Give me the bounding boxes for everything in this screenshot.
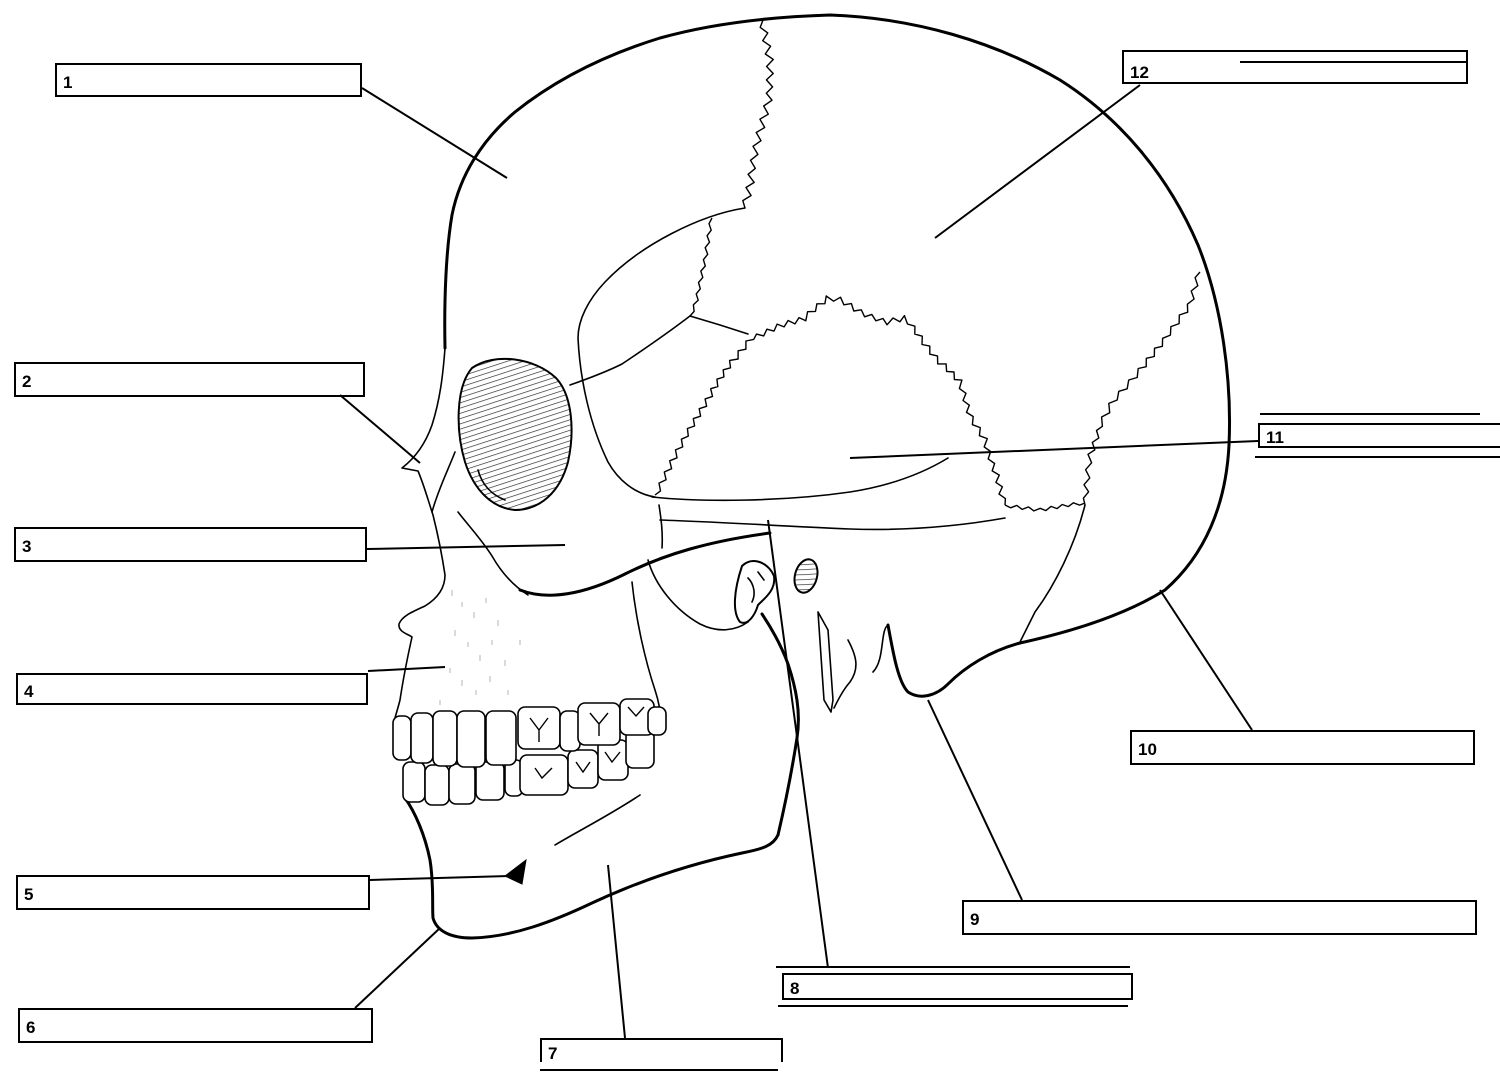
- mastoid-process: [834, 625, 888, 708]
- answer-box-11: 11: [1258, 423, 1500, 448]
- leader-line-4: [368, 667, 445, 671]
- label-number: 12: [1130, 64, 1149, 81]
- sphenozygomatic-line: [570, 316, 690, 385]
- mental-foramen: [505, 860, 526, 884]
- leader-line-3: [367, 545, 565, 549]
- mandible-outline: [405, 798, 778, 938]
- temporal-line: [578, 208, 745, 497]
- squamous-suture: [655, 296, 1005, 505]
- upper-tooth: [648, 707, 666, 735]
- leader-line-5: [370, 876, 510, 880]
- lower-tooth: [449, 764, 475, 804]
- label-number: 6: [26, 1019, 35, 1036]
- answer-box-3: 3: [14, 527, 367, 562]
- upper-tooth: [433, 711, 457, 766]
- nasal-aperture-line: [458, 512, 528, 595]
- maxilla-stippling: [440, 590, 520, 705]
- zygomatic-arch-upper-edge: [660, 518, 1005, 529]
- upper-tooth: [411, 713, 433, 763]
- zygomaticotemporal-suture: [659, 505, 662, 548]
- answer-box-4: 4: [16, 673, 368, 705]
- answer-box-1: 1: [55, 63, 362, 97]
- answer-box-6: 6: [18, 1008, 373, 1043]
- leader-line-12: [935, 85, 1140, 238]
- lower-tooth: [568, 750, 598, 788]
- frontal-process-line: [432, 452, 455, 512]
- sphenofrontal-suture: [690, 218, 712, 316]
- lower-tooth: [425, 765, 449, 805]
- zygomatic-lower-edge: [520, 533, 770, 595]
- lambdoid-suture: [1083, 272, 1200, 505]
- leader-line-6: [355, 928, 440, 1008]
- answer-box-12: 12: [1122, 50, 1468, 84]
- leader-line-1: [362, 88, 507, 178]
- answer-box-7: 7: [540, 1038, 783, 1062]
- external-acoustic-meatus: [791, 557, 821, 596]
- upper-tooth: [518, 707, 560, 749]
- leader-line-9: [928, 700, 1022, 900]
- occipitomastoid-suture: [1020, 505, 1085, 642]
- upper-tooth: [560, 711, 580, 751]
- zygomatic-arch-underside: [648, 560, 748, 630]
- oblique-line: [555, 795, 640, 845]
- leader-line-11: [850, 441, 1258, 458]
- lower-tooth: [476, 762, 504, 800]
- answer-box-10: 10: [1130, 730, 1475, 765]
- label-number: 10: [1138, 741, 1157, 758]
- orbit: [459, 359, 572, 510]
- coronal-suture: [743, 20, 774, 208]
- answer-box-8: 8: [782, 973, 1133, 1000]
- answer-box-2: 2: [14, 362, 365, 397]
- leader-line-10: [1160, 590, 1252, 730]
- lower-tooth: [520, 755, 568, 795]
- label-number: 8: [790, 980, 799, 997]
- label-number: 9: [970, 911, 979, 928]
- label-number: 3: [22, 538, 31, 555]
- lower-tooth: [403, 762, 425, 802]
- label-number: 7: [548, 1045, 557, 1062]
- upper-tooth: [393, 716, 411, 760]
- teeth: [393, 699, 666, 805]
- parietomastoid-suture: [1005, 503, 1085, 511]
- label-number: 2: [22, 373, 31, 390]
- label-number: 4: [24, 683, 33, 700]
- styloid-process: [818, 612, 833, 712]
- answer-box-5: 5: [16, 875, 370, 910]
- answer-box-9: 9: [962, 900, 1477, 935]
- label-number: 5: [24, 886, 33, 903]
- leader-line-2: [340, 395, 420, 463]
- squamous-lower-boundary: [652, 458, 948, 500]
- upper-tooth: [457, 711, 485, 767]
- sphenoparietal-line: [690, 316, 748, 334]
- face-profile: [395, 348, 445, 718]
- label-number: 1: [63, 74, 72, 91]
- upper-tooth: [486, 711, 516, 765]
- ramus-posterior-border: [762, 614, 798, 835]
- label-number: 11: [1266, 429, 1284, 446]
